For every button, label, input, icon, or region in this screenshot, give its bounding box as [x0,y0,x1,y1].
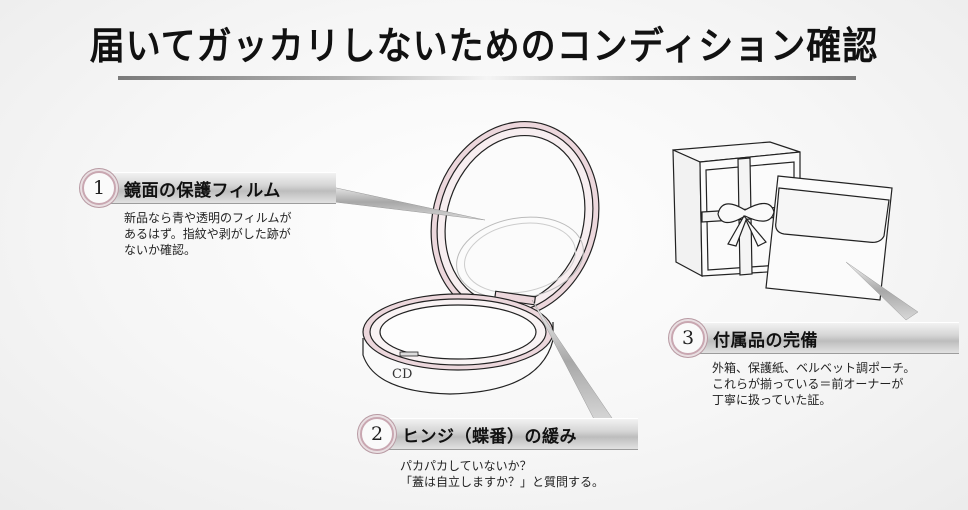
callout-number-badge: 2 [360,417,394,451]
callout-label: 鏡面の保護フィルム [106,172,336,204]
callout-description: 新品なら青や透明のフィルムが あるはず。指紋や剥がした跡が ないか確認。 [124,211,292,257]
compact-mirror-icon: CD [362,120,600,395]
callout-description: 外箱、保護紙、ベルベット調ポーチ。 これらが揃っている＝前オーナーが 丁寧に扱っ… [712,361,916,407]
callout-number-badge: 1 [82,171,116,205]
callout-accessories: 3 付属品の完備 [671,321,959,355]
callout-hinge: 2 ヒンジ（蝶番）の緩み [360,417,638,451]
cd-logo: CD [392,367,412,382]
velvet-pouch-icon [765,175,893,301]
page-title: 届いてガッカリしないためのコンディション確認 [89,24,879,69]
callout-label: ヒンジ（蝶番）の緩み [384,418,638,450]
pointer-3 [845,261,919,321]
callout-mirror-film: 1 鏡面の保護フィルム [82,171,336,205]
callout-label: 付属品の完備 [695,322,959,354]
callout-number-badge: 3 [671,321,705,355]
callout-description: パカパカしていないか？ 「蓋は自立しますか？」と質問する。 [400,459,605,489]
title-divider [118,76,856,80]
pointer-2 [531,299,613,424]
